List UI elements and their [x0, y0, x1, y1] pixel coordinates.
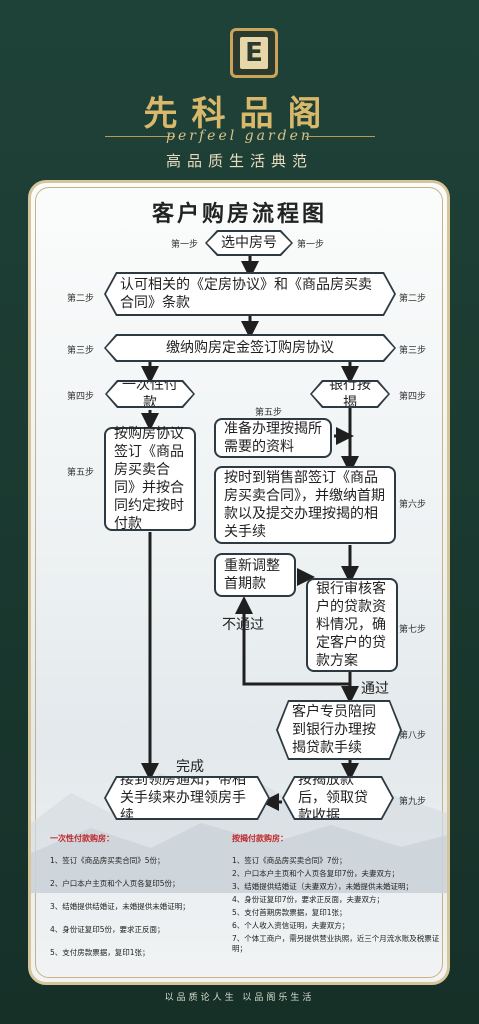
- flowchart-title: 客户购房流程图: [151, 201, 327, 227]
- step-label-4-left: 第四步: [67, 392, 95, 402]
- step-label-3-left: 第三步: [67, 346, 95, 356]
- footer-slogan: 以品质论人生 以品阁乐生活: [164, 993, 315, 1003]
- tagline: 高品质生活典范: [165, 152, 313, 170]
- label-not-passed: 不通过: [222, 617, 264, 633]
- step-label-1-right: 第一步: [297, 240, 325, 250]
- label-passed: 通过: [361, 681, 389, 697]
- notes-lump-item: 4、身份证复印5份，要求正反面；: [50, 925, 165, 934]
- node-get-house: 接到领房通知，带相关手续来办理领房手续: [104, 776, 270, 820]
- notes-mortgage-list: 1、签订《商品房买卖合同》7份； 2、户口本户主页和个人页各复印7份，夫妻双方；…: [232, 856, 442, 957]
- node-mortgage: 银行按揭: [310, 380, 390, 408]
- step-label-7: 第七步: [399, 625, 427, 635]
- notes-lump-item: 1、签订《商品房买卖合同》5份；: [50, 856, 165, 865]
- step-label-9: 第九步: [399, 797, 427, 807]
- notes-mortgage-item: 2、户口本户主页和个人页各复印7份，夫妻双方；: [232, 869, 400, 878]
- node-prepare-docs: 准备办理按揭所需要的资料: [214, 418, 332, 458]
- label-done: 完成: [176, 759, 204, 775]
- notes-lump-list: 1、签订《商品房买卖合同》5份； 2、户口本户主页和个人页各复印5份； 3、结婚…: [50, 856, 225, 971]
- card-border: [35, 187, 443, 978]
- node-select-room: 选中房号: [205, 230, 293, 256]
- notes-mortgage-item: 1、签订《商品房买卖合同》7份；: [232, 856, 347, 865]
- step-label-8: 第八步: [399, 731, 427, 741]
- node-lump-sum: 一次性付款: [105, 380, 195, 408]
- notes-lump-item: 2、户口本户主页和个人页各复印5份；: [50, 879, 180, 888]
- divider-right: [305, 136, 375, 137]
- notes-mortgage-item: 5、支付首期房款票据，复印1张；: [232, 908, 347, 917]
- notes-mortgage-item: 4、身份证复印7份，要求正反面，夫妻双方；: [232, 895, 385, 904]
- notes-lump-heading: 一次性付款购房：: [50, 834, 114, 843]
- notes-mortgage-item: 6、个人收入资信证明，夫妻双方；: [232, 921, 350, 930]
- notes-mortgage-item: 3、结婚提供结婚证（夫妻双方），未婚提供未婚证明；: [232, 882, 414, 891]
- node-bank-review: 银行审核客户的贷款资料情况，确定客户的贷款方案: [306, 578, 398, 672]
- notes-mortgage-item: 7、个体工商户，需另提供营业执照，近三个月流水账及税票证明；: [232, 934, 440, 953]
- notes-lump-item: 5、支付房款票据，复印1张；: [50, 948, 150, 957]
- step-label-5-left: 第五步: [67, 468, 95, 478]
- divider-left: [105, 136, 175, 137]
- node-sign-contract-mortgage: 按时到销售部签订《商品房买卖合同》，并缴纳首期款以及提交办理按揭的相关手续: [214, 466, 396, 544]
- brand-name-en: perfeel garden: [166, 128, 313, 144]
- step-label-2-right: 第二步: [399, 294, 427, 304]
- logo-letter: E: [240, 37, 268, 69]
- node-pay-deposit: 缴纳购房定金签订购房协议: [104, 334, 396, 362]
- node-accept-terms: 认可相关的《定房协议》和《商品房买卖合同》条款: [104, 272, 396, 316]
- notes-mortgage-heading: 按揭付款购房：: [232, 834, 288, 843]
- node-sign-contract-lump: 按购房协议签订《商品房买卖合同》并按合同约定按时付款: [104, 426, 196, 532]
- node-readjust-downpayment: 重新调整首期款: [214, 553, 296, 597]
- step-label-3-right: 第三步: [399, 346, 427, 356]
- brand-logo: E: [230, 28, 278, 78]
- node-agent-accompany: 客户专员陪同到银行办理按揭贷款手续: [276, 700, 402, 760]
- step-label-5-top: 第五步: [255, 408, 283, 418]
- node-loan-release: 按揭放款后，领取贷款收据: [282, 776, 394, 820]
- step-label-2-left: 第二步: [67, 294, 95, 304]
- notes-lump-item: 3、结婚提供结婚证，未婚提供未婚证明；: [50, 902, 190, 911]
- step-label-1-left: 第一步: [171, 240, 199, 250]
- step-label-4-right: 第四步: [399, 392, 427, 402]
- step-label-6: 第六步: [399, 500, 427, 510]
- brand-name-cn: 先科品阁: [143, 94, 336, 134]
